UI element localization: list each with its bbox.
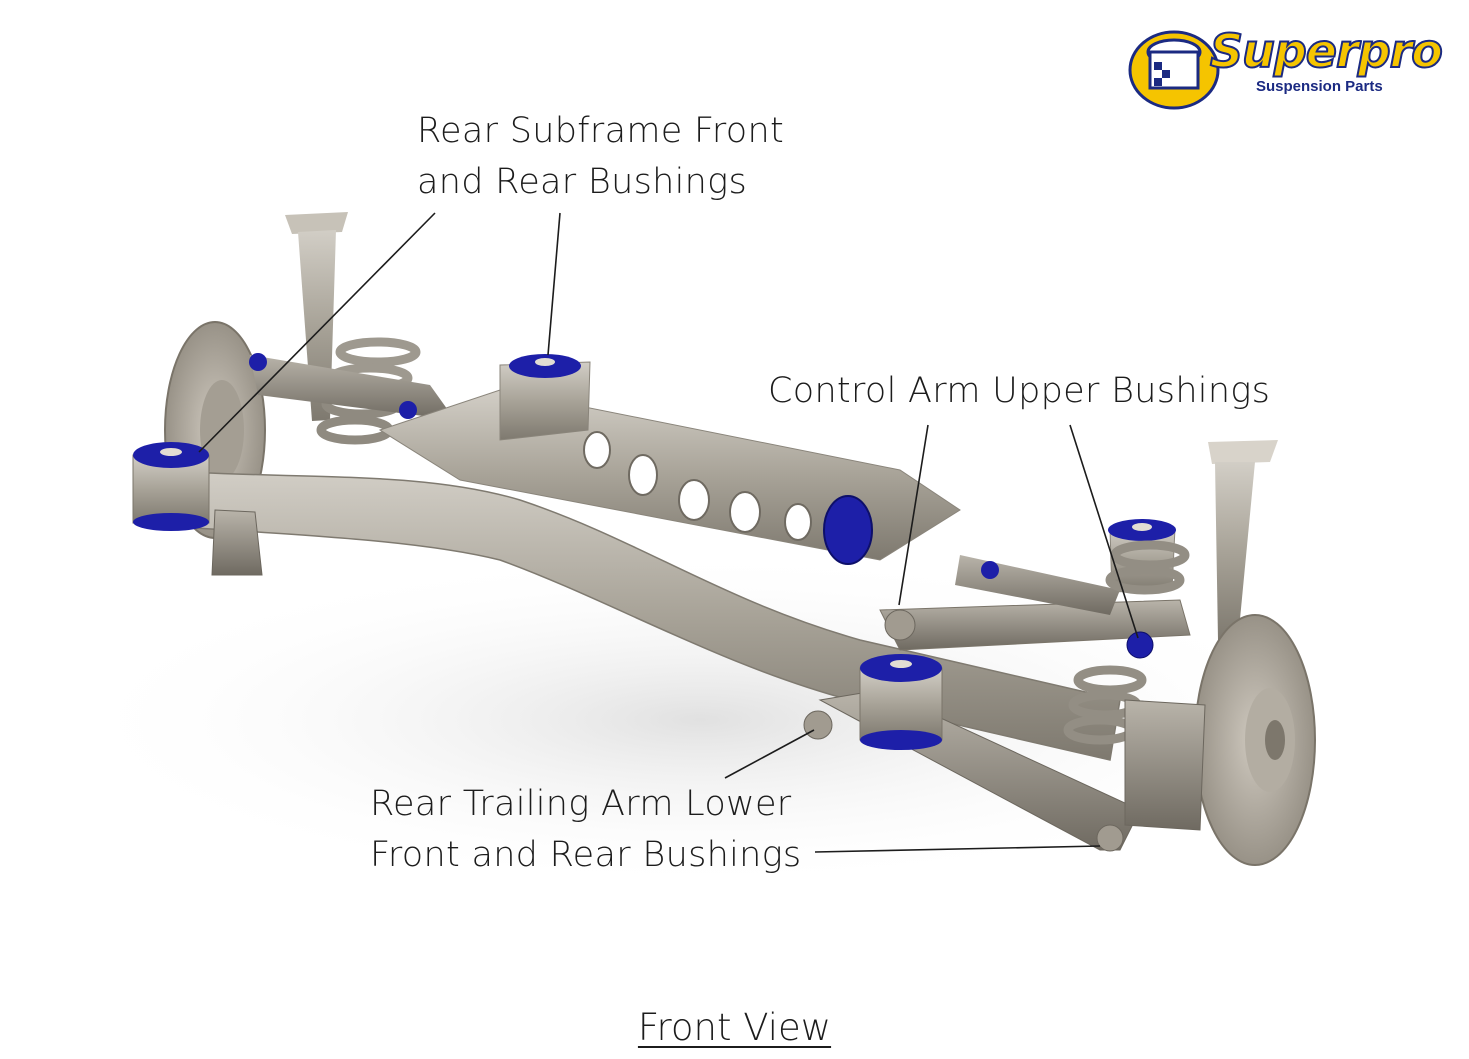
upper-arm-bushing-small bbox=[981, 561, 999, 579]
subframe-bushing-disc bbox=[823, 495, 873, 565]
label-rear-subframe-bushings: Rear Subframe Front and Rear Bushings bbox=[417, 106, 784, 208]
label-control-arm-upper-bushings: Control Arm Upper Bushings bbox=[768, 366, 1270, 417]
label-line: and Rear Bushings bbox=[417, 162, 747, 202]
leader-trailing-rear bbox=[814, 845, 1101, 853]
leader-trailing-front bbox=[724, 729, 815, 779]
leader-control-left bbox=[898, 424, 929, 606]
trailing-arm-rear-bolt bbox=[1096, 824, 1124, 852]
trailing-arm-front-bolt bbox=[803, 710, 833, 740]
left-knuckle-bracket bbox=[211, 509, 263, 576]
superpro-logo: Superpro Suspension Parts bbox=[1128, 22, 1458, 112]
label-line: Control Arm Upper Bushings bbox=[768, 371, 1271, 411]
right-brake-caliper bbox=[1124, 699, 1206, 831]
left-arm-bushing bbox=[399, 401, 417, 419]
view-caption-text: Front View bbox=[637, 1006, 832, 1049]
leader-subframe-left bbox=[198, 212, 436, 453]
left-subframe-front-bushing bbox=[132, 442, 210, 531]
logo-brand-text: Superpro bbox=[1209, 23, 1444, 79]
left-link-bushing bbox=[249, 353, 267, 371]
right-trailing-arm-front-bushing bbox=[859, 654, 943, 750]
logo-emblem bbox=[1128, 30, 1220, 110]
control-arm-bushing-inner bbox=[884, 609, 916, 641]
label-line: Front and Rear Bushings bbox=[370, 835, 802, 875]
label-line: Rear Trailing Arm Lower bbox=[370, 784, 792, 824]
logo-tagline: Suspension Parts bbox=[1256, 78, 1383, 95]
label-line: Rear Subframe Front bbox=[417, 111, 784, 151]
right-brake-disc bbox=[1194, 614, 1316, 866]
leader-lines bbox=[198, 212, 1139, 853]
control-arm-bushing-outer bbox=[1126, 631, 1154, 659]
leader-control-right bbox=[1069, 424, 1139, 639]
label-rear-trailing-arm-bushings: Rear Trailing Arm Lower Front and Rear B… bbox=[370, 779, 801, 881]
right-spring bbox=[1063, 540, 1190, 745]
subframe-holes bbox=[583, 431, 812, 541]
subframe-rear-mount bbox=[499, 354, 591, 441]
right-strut-assembly bbox=[1208, 440, 1278, 640]
leader-subframe-right bbox=[547, 212, 561, 356]
view-caption: Front View bbox=[0, 1006, 1469, 1049]
